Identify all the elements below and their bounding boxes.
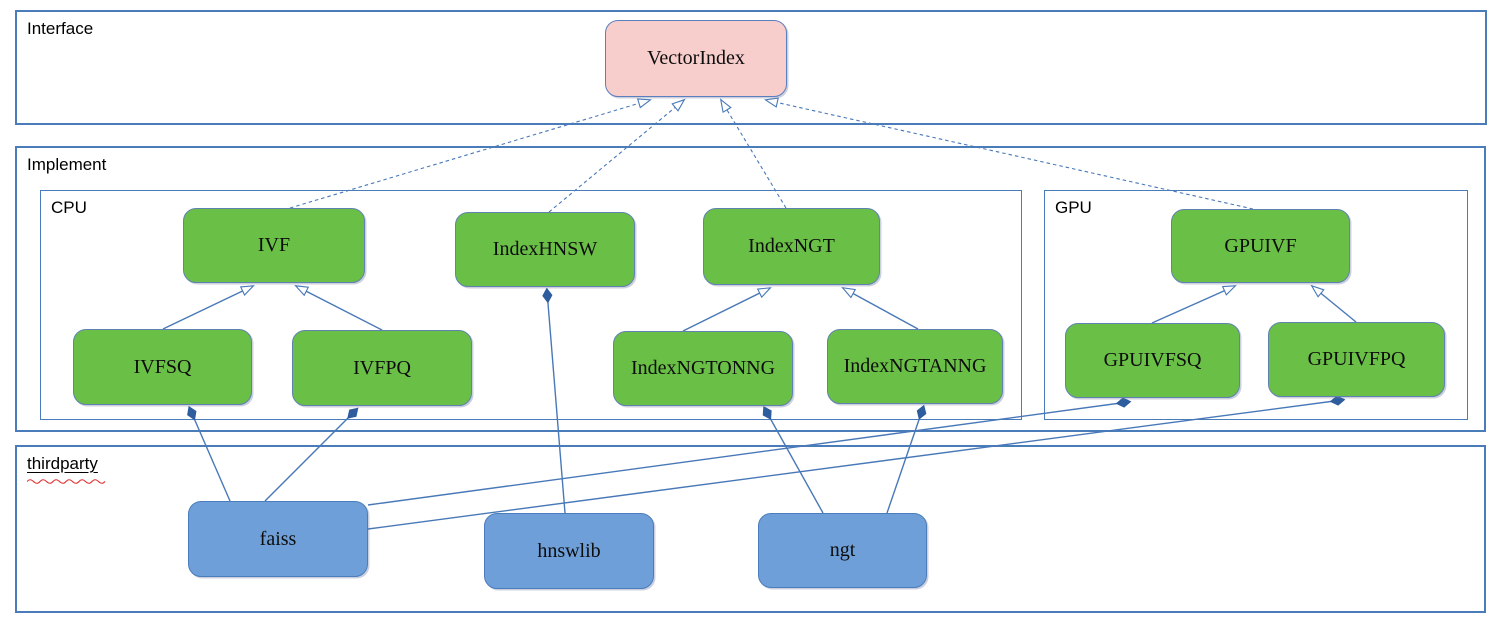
edge-gpuivfpq-to-gpuivf[interactable] [1310,284,1357,323]
node-ngt-label: ngt [829,539,856,561]
interface-label: Interface [27,19,94,38]
node-indexhnsw[interactable]: IndexHNSW [455,212,635,287]
edge-indexngtonng-to-indexngt[interactable] [682,287,772,332]
edge-ivf-to-vectorindex[interactable] [289,98,652,209]
node-ivfpq[interactable]: IVFPQ [292,330,472,406]
node-vectorindex-label: VectorIndex [647,47,745,69]
wave-path [27,479,106,484]
node-hnswlib-label: hnswlib [537,539,601,562]
node-indexngtanng-label: IndexNGTANNG [843,355,987,377]
edge-ivfpq-to-ivf[interactable] [294,285,383,331]
cpu-label: CPU [51,198,87,217]
node-gpuivfsq-label: GPUIVFSQ [1103,349,1202,371]
edge-faiss-to-ivfpq[interactable] [264,407,359,502]
node-indexngtanng[interactable]: IndexNGTANNG [827,329,1003,404]
spellcheck-wave-underline [27,479,106,484]
edge-hnswlib-to-indexhnsw[interactable] [542,287,566,514]
node-faiss-label: faiss [259,527,297,550]
edge-ngt-to-indexngtonng[interactable] [762,406,824,514]
edge-faiss-to-gpuivfpq[interactable] [367,395,1346,530]
cpu-container[interactable]: CPU [40,190,1022,420]
node-ivf-label: IVF [257,234,291,256]
edge-faiss-to-ivfsq[interactable] [187,405,231,502]
node-ngt[interactable]: ngt [758,513,927,588]
edge-gpuivf-to-vectorindex[interactable] [763,97,1254,210]
implement-label: Implement [27,155,107,174]
edge-indexngtanng-to-indexngt[interactable] [841,287,919,330]
edge-ivfsq-to-ivf[interactable] [162,285,255,330]
node-gpuivfsq[interactable]: GPUIVFSQ [1065,323,1240,398]
node-ivfpq-label: IVFPQ [353,356,411,379]
node-indexhnsw-label: IndexHNSW [492,238,598,260]
node-gpuivf[interactable]: GPUIVF [1171,209,1350,283]
gpu-label: GPU [1055,198,1092,217]
node-indexngtonng[interactable]: IndexNGTONNG [613,331,793,406]
gpu-container[interactable]: GPU [1044,190,1468,420]
node-ivfsq[interactable]: IVFSQ [73,329,252,405]
thirdparty-label: thirdparty [27,454,106,484]
node-gpuivfpq[interactable]: GPUIVFPQ [1268,322,1445,397]
edge-indexngt-to-vectorindex[interactable] [719,98,787,209]
node-gpuivf-label: GPUIVF [1224,234,1297,257]
node-ivf[interactable]: IVF [183,208,365,283]
node-indexngtonng-label: IndexNGTONNG [630,357,776,379]
node-faiss[interactable]: faiss [188,501,368,577]
node-indexngt[interactable]: IndexNGT [703,208,880,285]
edge-ngt-to-indexngtanng[interactable] [886,404,927,514]
node-vectorindex[interactable]: VectorIndex [605,20,787,97]
thirdparty-container[interactable]: thirdparty [15,445,1486,613]
edge-gpuivfsq-to-gpuivf[interactable] [1151,285,1237,324]
node-hnswlib[interactable]: hnswlib [484,513,654,589]
node-gpuivfpq-label: GPUIVFPQ [1307,348,1406,370]
node-ivfsq-label: IVFSQ [133,355,192,378]
edge-indexhnsw-to-vectorindex[interactable] [548,98,686,213]
edge-faiss-to-gpuivfsq[interactable] [367,397,1132,506]
node-indexngt-label: IndexNGT [748,235,835,257]
